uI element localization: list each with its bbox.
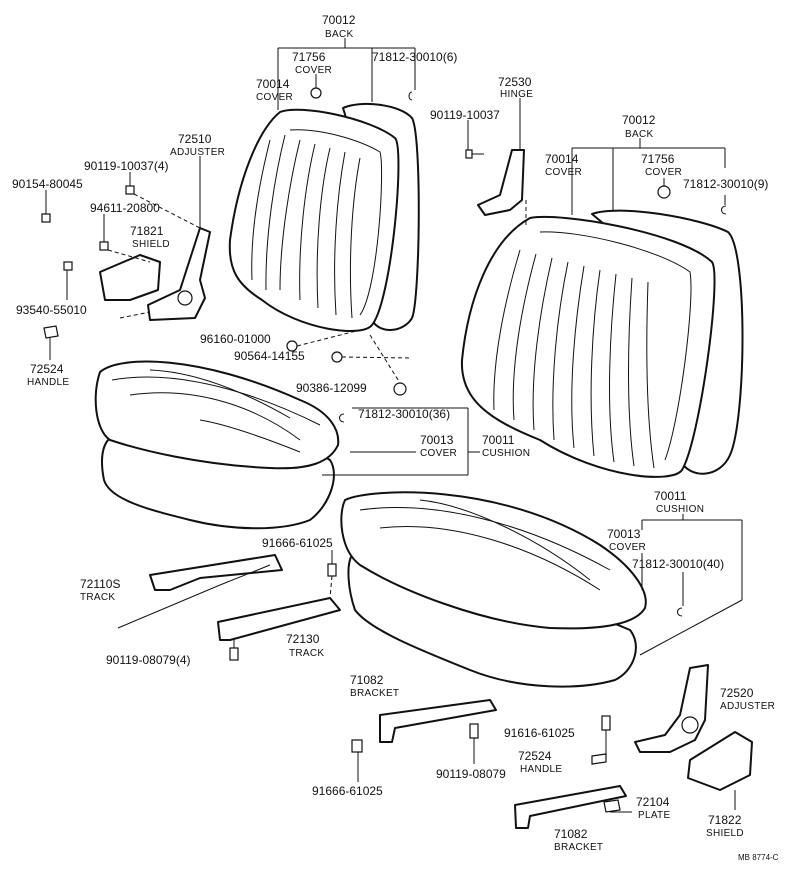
label-70012-back-right: 70012 bbox=[622, 113, 656, 127]
label-hinge: HINGE bbox=[500, 89, 533, 100]
label-72104: 72104 bbox=[636, 795, 670, 809]
label-back-right: BACK bbox=[625, 129, 653, 140]
label-handle-right: HANDLE bbox=[520, 764, 562, 775]
left-seat-back bbox=[228, 102, 420, 332]
label-bracket-lower: BRACKET bbox=[554, 842, 603, 853]
label-70012-back-left: 70012 bbox=[322, 13, 356, 27]
right-seat-cushion bbox=[340, 491, 647, 688]
label-70014-left: 70014 bbox=[256, 77, 290, 91]
label-90386-12099: 90386-12099 bbox=[296, 381, 367, 395]
label-cushion-right: CUSHION bbox=[656, 504, 704, 515]
label-90119-08079: 90119-08079 bbox=[436, 767, 506, 781]
label-71812-40: 71812-30010(40) bbox=[632, 557, 724, 571]
label-71756-left: 71756 bbox=[292, 50, 326, 64]
hardware-parts bbox=[41, 87, 753, 829]
label-cover-70014-right: COVER bbox=[545, 167, 582, 178]
reference-code: MB 8774-C bbox=[738, 853, 779, 862]
label-cover-70013-right: COVER bbox=[609, 542, 646, 553]
label-94611-20800: 94611-20800 bbox=[90, 201, 160, 215]
label-72530: 72530 bbox=[498, 75, 532, 89]
label-shield-left: SHIELD bbox=[132, 239, 170, 250]
label-71821: 71821 bbox=[130, 224, 164, 238]
label-90119-10037-4: 90119-10037(4) bbox=[84, 159, 169, 173]
label-bracket-upper: BRACKET bbox=[350, 688, 399, 699]
label-71822: 71822 bbox=[708, 813, 742, 827]
label-91666-61025-lower: 91666-61025 bbox=[312, 784, 383, 798]
label-90564-14155: 90564-14155 bbox=[234, 349, 305, 363]
label-cover-70013-left: COVER bbox=[420, 448, 457, 459]
label-72130: 72130 bbox=[286, 632, 320, 646]
label-cover-71756-left: COVER bbox=[295, 65, 332, 76]
label-91616-61025: 91616-61025 bbox=[504, 726, 575, 740]
label-70011-left: 70011 bbox=[482, 433, 515, 447]
label-90119-08079-4: 90119-08079(4) bbox=[106, 653, 191, 667]
leader-lines bbox=[45, 38, 743, 813]
label-71812-36: 71812-30010(36) bbox=[358, 407, 450, 421]
label-70013-right: 70013 bbox=[607, 527, 641, 541]
label-track-72110s: TRACK bbox=[80, 592, 115, 603]
label-shield-right: SHIELD bbox=[706, 828, 744, 839]
label-72520: 72520 bbox=[720, 686, 754, 700]
label-adjuster-right: ADJUSTER bbox=[720, 701, 775, 712]
label-cover-70014-left: COVER bbox=[256, 92, 293, 103]
label-70011-right: 70011 bbox=[654, 489, 687, 503]
label-70013-left: 70013 bbox=[420, 433, 454, 447]
label-90119-10037: 90119-10037 bbox=[430, 108, 500, 122]
label-72524-right: 72524 bbox=[518, 749, 552, 763]
label-handle-left: HANDLE bbox=[27, 377, 69, 388]
label-cushion-left: CUSHION bbox=[482, 448, 530, 459]
label-cover-71756-right: COVER bbox=[645, 167, 682, 178]
label-91666-61025-upper: 91666-61025 bbox=[262, 536, 333, 550]
label-70014-right: 70014 bbox=[545, 152, 579, 166]
label-93540-55010: 93540-55010 bbox=[16, 303, 87, 317]
label-71812-6: 71812-30010(6) bbox=[372, 50, 457, 64]
label-96160-01000: 96160-01000 bbox=[200, 332, 271, 346]
left-seat-cushion bbox=[94, 360, 340, 530]
label-72524-left: 72524 bbox=[30, 362, 64, 376]
label-71082-lower: 71082 bbox=[554, 827, 588, 841]
label-back-left: BACK bbox=[325, 29, 353, 40]
label-71812-9: 71812-30010(9) bbox=[683, 177, 768, 191]
label-71756-right: 71756 bbox=[641, 152, 675, 166]
label-72510: 72510 bbox=[178, 132, 212, 146]
part-labels: 70012 BACK 71756 COVER 71812-30010(6) 70… bbox=[12, 13, 779, 862]
label-71082-upper: 71082 bbox=[350, 673, 384, 687]
label-72110s: 72110S bbox=[80, 577, 120, 591]
label-adjuster-left: ADJUSTER bbox=[170, 147, 225, 158]
label-plate: PLATE bbox=[638, 810, 670, 821]
label-track-72130: TRACK bbox=[289, 648, 324, 659]
right-seat-back bbox=[460, 209, 744, 478]
label-90154-80045: 90154-80045 bbox=[12, 177, 83, 191]
